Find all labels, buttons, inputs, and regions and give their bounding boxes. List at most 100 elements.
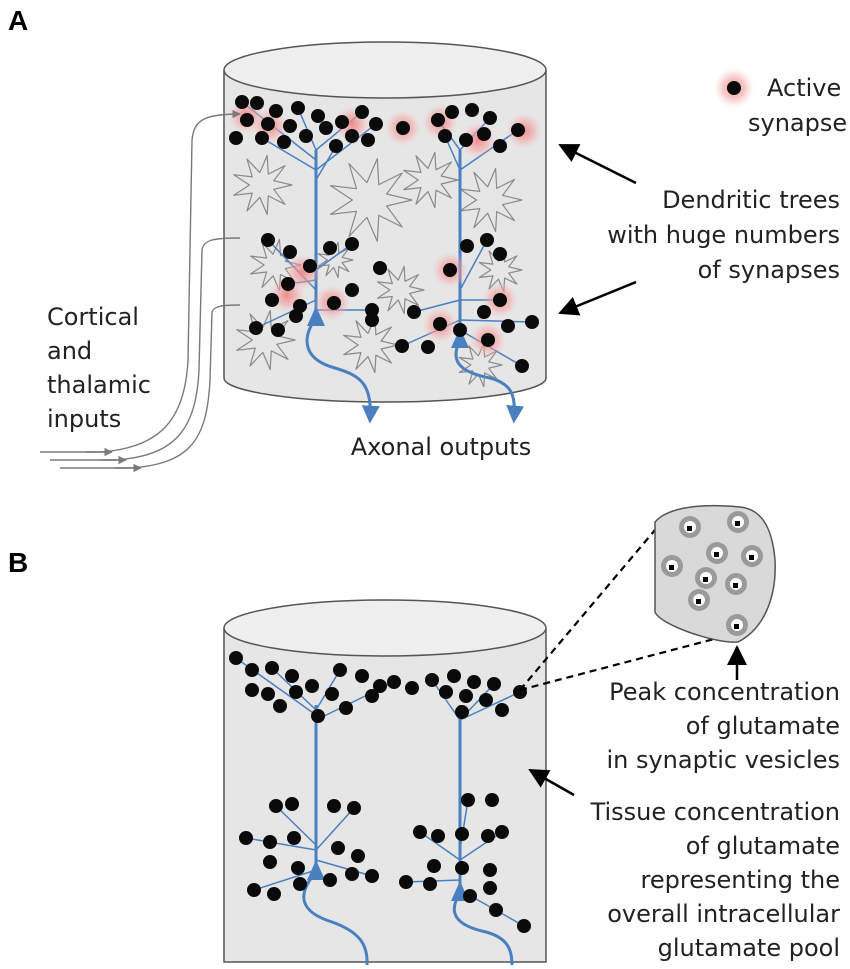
axon-output <box>302 871 369 966</box>
synapse-dot <box>263 835 277 849</box>
synaptic-vesicles <box>661 511 763 636</box>
synapse-dot <box>460 239 474 253</box>
synapse-dot <box>455 827 469 841</box>
synapse-dot <box>501 319 515 333</box>
synapse-dot <box>261 687 275 701</box>
synapse-dot <box>431 829 445 843</box>
outputs-label: Axonal outputs <box>351 433 531 461</box>
synapse-dot <box>247 883 261 897</box>
synapse-dot <box>273 699 287 713</box>
synapse-dot <box>431 113 445 127</box>
synapse-dot <box>255 131 269 145</box>
synapse-dot <box>335 115 349 129</box>
synapse-dot <box>459 133 473 147</box>
synapse-dot <box>293 877 307 891</box>
synapse-dot <box>265 293 279 307</box>
synapse-dot <box>283 119 297 133</box>
synapse-dot <box>365 689 379 703</box>
synapse-dot <box>347 801 361 815</box>
synapse-dot <box>345 283 359 297</box>
legend-active-synapse: Active synapse <box>714 68 847 137</box>
dendrite-branch <box>315 807 355 851</box>
input-fiber <box>40 109 241 453</box>
tissue-label-line1: Tissue concentration <box>590 798 840 826</box>
synapse-dot <box>515 359 529 373</box>
synapse-dot <box>438 129 452 143</box>
synapse-dot <box>407 305 421 319</box>
vesicle-glutamate <box>696 599 701 604</box>
dendrite-branch <box>459 691 521 721</box>
arrow-to-tissue <box>528 768 575 797</box>
inputs-label-line3: thalamic <box>47 371 151 399</box>
panel-b-label: B <box>8 547 28 578</box>
synapse-dot <box>271 323 285 337</box>
zoom-line-upper <box>519 529 656 691</box>
dendritic-label-line3: of synapses <box>698 256 840 284</box>
dendrite-branch <box>413 299 461 313</box>
legend-synapse-dot <box>727 81 741 95</box>
synapse-dot <box>287 831 301 845</box>
synapse-dot <box>261 233 275 247</box>
cylinder-a-top <box>223 41 547 99</box>
astrocyte-outline <box>233 154 293 216</box>
synapse-dot <box>239 831 253 845</box>
neuron-a-right <box>451 150 525 424</box>
synapse-dot <box>365 869 379 883</box>
input-fiber <box>60 304 241 469</box>
synaptic-terminal-zoom <box>519 504 776 692</box>
synapse-dot <box>339 701 353 715</box>
synapse-dot <box>479 693 493 707</box>
dendrite-branch <box>459 319 533 323</box>
astrocyte-outline <box>403 151 459 209</box>
synapse-dot <box>463 889 477 903</box>
synapse-dot <box>269 104 283 118</box>
zoom-line-lower <box>519 636 719 692</box>
dendrite-branch <box>459 239 488 291</box>
synapse-dot <box>461 793 475 807</box>
synapse-dot <box>493 247 507 261</box>
synapse-dot <box>487 677 501 691</box>
vesicle-glutamate <box>734 624 739 629</box>
synapse-dot <box>299 129 313 143</box>
synapse-dot <box>399 875 413 889</box>
synapse-dot <box>277 135 291 149</box>
synapse-dot <box>413 825 427 839</box>
synapse-dot <box>395 339 409 353</box>
dendrite-branch <box>297 107 317 151</box>
synapse-dot <box>483 881 497 895</box>
synapse-dot <box>323 241 337 255</box>
peak-label-line3: in synaptic vesicles <box>606 746 840 774</box>
synapse-dot <box>481 333 495 347</box>
synapse-dot <box>229 651 243 665</box>
astrocyte-outline <box>343 316 399 374</box>
vesicle-glutamate <box>687 526 692 531</box>
synapse-dot <box>345 237 359 251</box>
dendrite-branch <box>245 837 317 851</box>
synapse-dot <box>493 139 507 153</box>
inputs-label-line1: Cortical <box>47 303 139 331</box>
synapse-dot <box>373 679 387 693</box>
astrocyte-outline <box>250 238 302 292</box>
synapse-dot <box>285 797 299 811</box>
astrocyte-outline <box>459 167 523 233</box>
synapse-dot <box>477 305 491 319</box>
synapse-dot <box>250 96 264 110</box>
synapse-dot <box>455 705 469 719</box>
synapse-dot <box>365 303 379 317</box>
synapse-dot <box>291 861 305 875</box>
dendrite-branch <box>315 859 373 877</box>
synapse-dot <box>319 121 333 135</box>
synapse-dot <box>387 675 401 689</box>
synapse-dot <box>265 661 279 675</box>
synapse-dot <box>477 127 491 141</box>
synapse-dot <box>283 245 297 259</box>
astrocyte-outline <box>329 158 413 242</box>
axon-output <box>452 892 514 966</box>
input-fiber <box>50 237 241 461</box>
synapse-dot <box>373 261 387 275</box>
synapse-dot <box>447 669 461 683</box>
dendritic-label-line1: Dendritic trees <box>662 186 840 214</box>
synapse-dot <box>489 903 503 917</box>
synapse-dot <box>331 841 345 855</box>
arrow-to-upper-synapses <box>558 143 637 185</box>
